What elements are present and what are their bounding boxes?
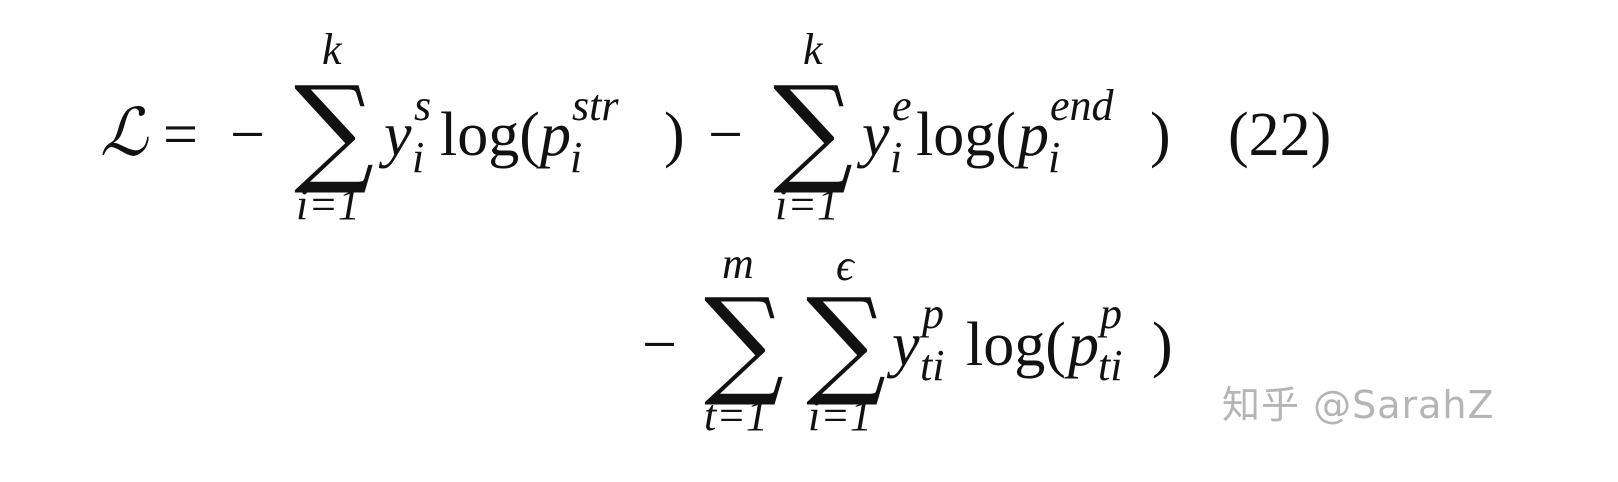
p-pointer-sup: p xyxy=(1100,289,1122,338)
close-paren: ) xyxy=(1150,101,1171,169)
p-start: p xyxy=(540,101,571,169)
y-start-sub: i xyxy=(412,133,425,182)
summation-icon: ∑ xyxy=(806,272,887,410)
y-start: y xyxy=(384,101,412,169)
log-open: log( xyxy=(966,311,1066,379)
y-end: y xyxy=(862,101,890,169)
close-paren: ) xyxy=(664,101,685,169)
sum-upper-limit: ϵ xyxy=(836,241,854,290)
y-end-sub: i xyxy=(890,133,903,182)
equation-number: (22) xyxy=(1228,101,1332,169)
p-pointer-sub: ti xyxy=(1098,341,1123,390)
close-paren: ) xyxy=(1152,311,1173,379)
sum-lower-limit: i=1 xyxy=(808,391,872,440)
p-end-sup: end xyxy=(1050,81,1114,130)
summation-icon: ∑ xyxy=(704,272,785,410)
y-pointer-sub: ti xyxy=(920,341,945,390)
loss-symbol: ℒ xyxy=(100,94,148,171)
minus-sign: − xyxy=(230,101,265,169)
p-end: p xyxy=(1018,101,1049,169)
sum-lower-limit: i=1 xyxy=(775,180,839,229)
sum-lower-limit: i=1 xyxy=(296,180,360,229)
equals-sign: = xyxy=(163,101,198,169)
y-pointer: y xyxy=(892,311,920,379)
sum-upper-limit: k xyxy=(803,25,823,74)
y-start-sup: s xyxy=(414,81,432,130)
watermark: 知乎 @SarahZ xyxy=(1222,383,1495,427)
sum-lower-limit: t=1 xyxy=(704,391,768,440)
summation-icon: ∑ xyxy=(773,60,854,198)
y-end-sup: e xyxy=(892,81,912,130)
sum-upper-limit: m xyxy=(722,239,754,288)
log-open: log( xyxy=(440,101,540,169)
minus-sign: − xyxy=(642,311,677,379)
p-start-sub: i xyxy=(570,133,583,182)
y-pointer-sup: p xyxy=(922,289,944,338)
log-open: log( xyxy=(916,101,1016,169)
summation-icon: ∑ xyxy=(294,60,375,198)
sum-upper-limit: k xyxy=(322,25,342,74)
p-start-sup: str xyxy=(572,81,619,130)
p-end-sub: i xyxy=(1048,133,1061,182)
p-pointer: p xyxy=(1068,311,1099,379)
minus-sign: − xyxy=(708,101,743,169)
